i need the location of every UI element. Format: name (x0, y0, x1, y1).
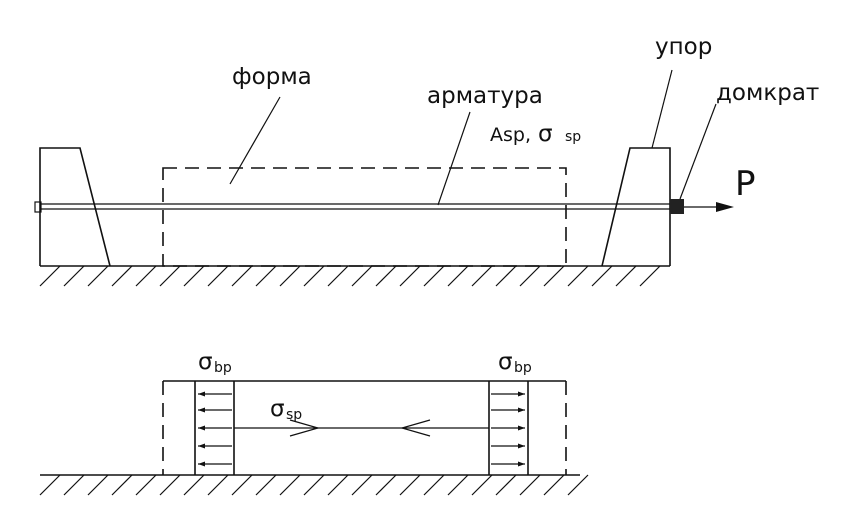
ground-hatch-stroke (63, 474, 85, 496)
ground-hatch-stroke (519, 265, 541, 287)
stress-arrow-head (198, 443, 205, 449)
jack-label: домкрат (716, 80, 819, 106)
ground-hatch-stroke (231, 265, 253, 287)
left-zone-arrows (198, 391, 232, 467)
ground-hatch-stroke (495, 265, 517, 287)
ground-hatch-stroke (471, 265, 493, 287)
form-leader (229, 96, 281, 185)
jack-block (670, 199, 684, 214)
stress-arrow-head (198, 391, 205, 397)
ground-hatch-stroke (327, 474, 349, 496)
ground-hatch-stroke (207, 265, 229, 287)
ground-hatch-stroke (447, 474, 469, 496)
ground-hatch-stroke (135, 474, 157, 496)
ground-hatch-stroke (279, 265, 301, 287)
ground-hatch-stroke (279, 474, 301, 496)
ground-hatch-stroke (303, 474, 325, 496)
ground-hatch-stroke (543, 265, 565, 287)
sigma-sp-symbol: σ (538, 121, 553, 147)
ground-hatch-stroke (111, 474, 133, 496)
stress-arrow-head (518, 443, 525, 449)
ground-hatch-stroke (591, 265, 613, 287)
stress-arrow-head (518, 391, 525, 397)
ground-hatch-stroke (495, 474, 517, 496)
left-sigma-bp-symbol: σ (198, 349, 213, 375)
ground-hatch-stroke (135, 265, 157, 287)
center-sigma-sp-subscript: sp (286, 407, 302, 423)
tendon-arrow-left (289, 419, 321, 437)
rebar-leader (437, 111, 471, 206)
force-label: P (735, 164, 756, 204)
ground-hatch-stroke (567, 265, 589, 287)
ground-hatch-stroke (423, 474, 445, 496)
top-ground-hatch (39, 265, 661, 287)
top-figure: форма арматура Asp, σ sp упор домкрат P (34, 34, 819, 287)
bottom-figure: σ bp σ bp σ sp (39, 349, 589, 496)
bottom-ground-hatch (39, 474, 589, 496)
stop-leader (651, 69, 673, 149)
ground-hatch-stroke (567, 474, 589, 496)
ground-hatch-stroke (159, 265, 181, 287)
ground-hatch-stroke (351, 265, 373, 287)
ground-hatch-stroke (519, 474, 541, 496)
ground-hatch-stroke (543, 474, 565, 496)
ground-hatch-stroke (375, 474, 397, 496)
ground-hatch-stroke (399, 265, 421, 287)
tendon-arrow-right (399, 419, 431, 437)
ground-hatch-stroke (399, 474, 421, 496)
form-outline (162, 167, 567, 267)
stop-label: упор (655, 34, 712, 60)
stress-arrow-head (518, 461, 525, 467)
form-label: форма (232, 64, 312, 90)
ground-hatch-stroke (183, 265, 205, 287)
ground-hatch-stroke (231, 474, 253, 496)
ground-hatch-stroke (159, 474, 181, 496)
ground-hatch-stroke (351, 474, 373, 496)
stress-arrow-head (198, 461, 205, 467)
area-label: Asp, (490, 124, 531, 146)
ground-hatch-stroke (111, 265, 133, 287)
jack-leader (679, 103, 717, 200)
center-sigma-sp-symbol: σ (270, 396, 285, 422)
force-arrow-head (716, 202, 734, 212)
ground-hatch-stroke (423, 265, 445, 287)
right-sigma-bp-subscript: bp (514, 360, 532, 376)
ground-hatch-stroke (63, 265, 85, 287)
ground-hatch-stroke (327, 265, 349, 287)
ground-hatch-stroke (39, 474, 61, 496)
right-zone-arrows (491, 391, 525, 467)
ground-hatch-stroke (615, 265, 637, 287)
ground-hatch-stroke (87, 265, 109, 287)
left-sigma-bp-subscript: bp (214, 360, 232, 376)
ground-hatch-stroke (183, 474, 205, 496)
stress-arrow-head (518, 425, 525, 431)
right-stop-block (601, 147, 671, 267)
sigma-sp-subscript: sp (565, 129, 581, 145)
ground-hatch-stroke (207, 474, 229, 496)
ground-hatch-stroke (471, 474, 493, 496)
rebar-label: арматура (427, 83, 543, 109)
ground-hatch-stroke (639, 265, 661, 287)
left-rebar-end (34, 201, 42, 213)
stress-arrow-head (198, 407, 205, 413)
ground-hatch-stroke (447, 265, 469, 287)
ground-hatch-stroke (255, 265, 277, 287)
stress-arrow-head (518, 407, 525, 413)
ground-hatch-stroke (303, 265, 325, 287)
ground-hatch-stroke (39, 265, 61, 287)
left-stop-block (39, 147, 111, 267)
stress-arrow-head (198, 425, 205, 431)
ground-hatch-stroke (375, 265, 397, 287)
ground-hatch-stroke (255, 474, 277, 496)
ground-hatch-stroke (87, 474, 109, 496)
right-sigma-bp-symbol: σ (498, 349, 513, 375)
